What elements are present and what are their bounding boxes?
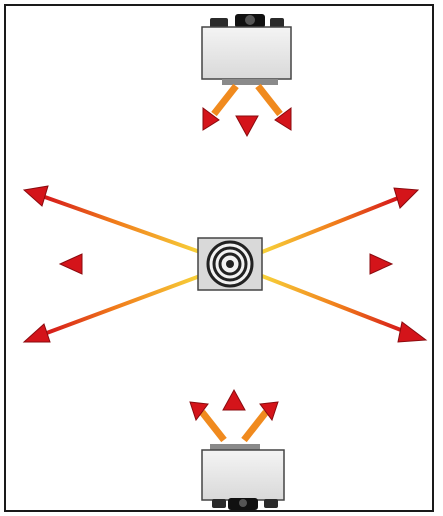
bottom-device-icon <box>202 444 284 510</box>
bottom-arrows <box>190 390 278 440</box>
center-speaker-icon <box>198 238 262 290</box>
top-device-icon <box>202 14 291 85</box>
top-arrows <box>203 86 291 136</box>
